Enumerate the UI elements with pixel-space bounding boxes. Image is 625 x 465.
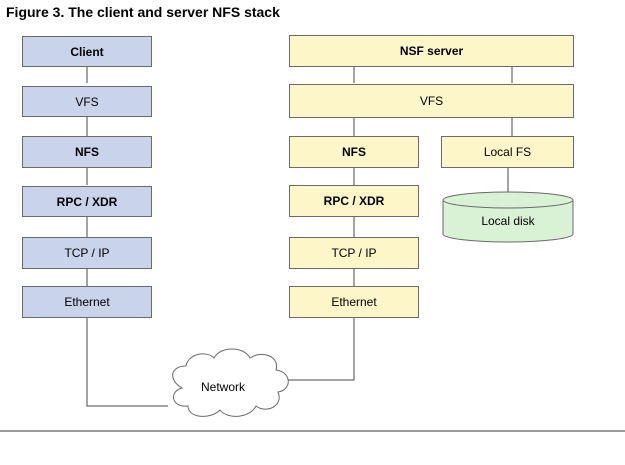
client-nfs-box: NFS	[22, 136, 152, 168]
server-tcp-ip-box: TCP / IP	[289, 237, 419, 269]
bottom-divider	[0, 430, 625, 432]
client-tcp-ip-box: TCP / IP	[22, 237, 152, 269]
client-rpc-xdr-box: RPC / XDR	[22, 186, 152, 217]
server-nfs-box: NFS	[289, 136, 419, 168]
local-disk-cylinder	[442, 191, 574, 243]
local-disk-label: Local disk	[481, 214, 535, 228]
client-vfs-box: VFS	[22, 86, 152, 117]
client-ethernet-box: Ethernet	[22, 286, 152, 318]
network-cloud	[172, 348, 289, 417]
client-header-box: Client	[22, 36, 152, 67]
server-header-box: NSF server	[289, 35, 574, 67]
server-local-fs-box: Local FS	[441, 136, 574, 168]
figure-title: Figure 3. The client and server NFS stac…	[6, 4, 280, 20]
network-label: Network	[201, 380, 246, 394]
server-rpc-xdr-box: RPC / XDR	[289, 185, 419, 217]
server-vfs-box: VFS	[289, 84, 574, 118]
server-ethernet-box: Ethernet	[289, 286, 419, 318]
